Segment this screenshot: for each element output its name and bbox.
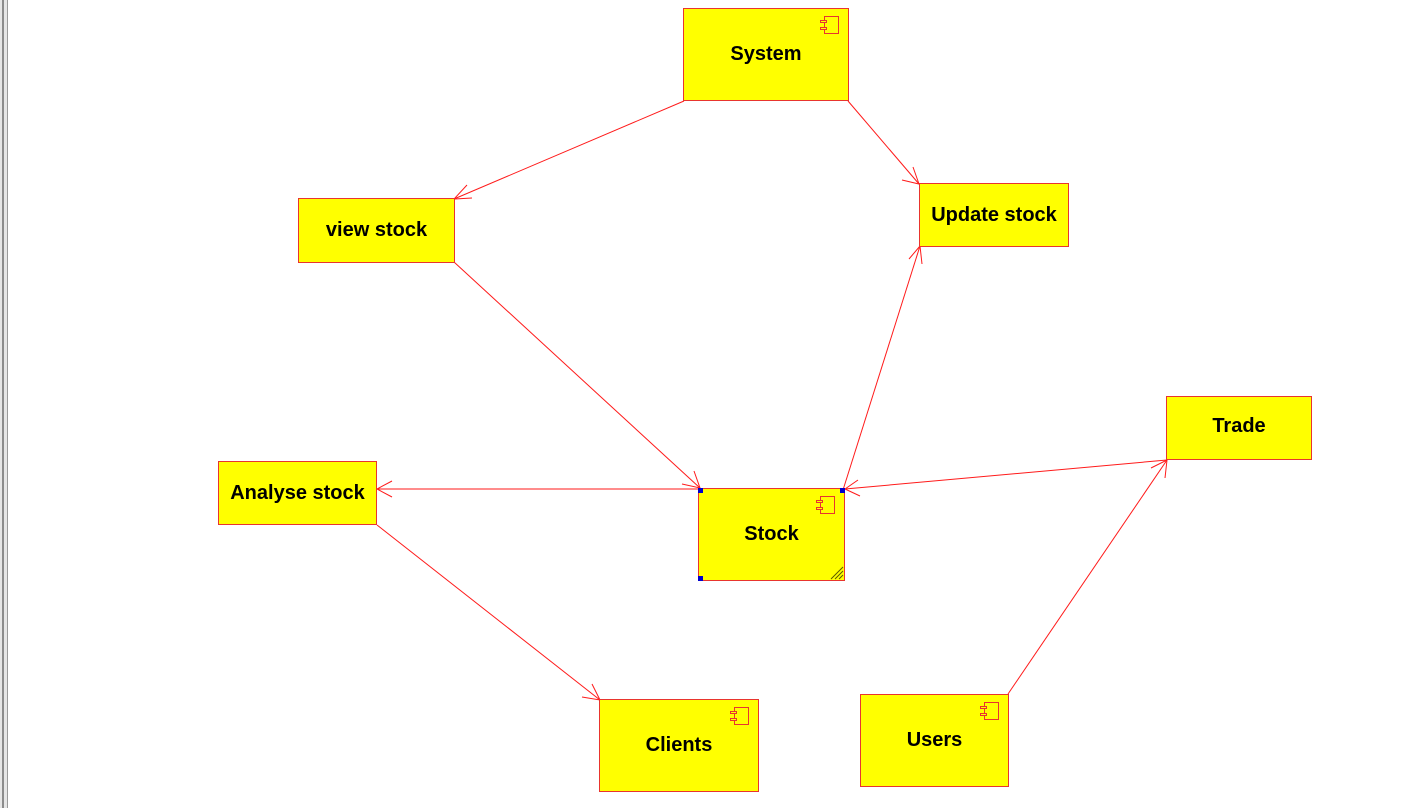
selection-handle-top-left[interactable] [698,488,703,493]
edge-stock-to-update-stock[interactable] [842,244,923,491]
node-update-stock-label: Update stock [931,203,1057,226]
edge-users-to-trade[interactable] [1007,459,1168,695]
canvas-left-border [0,0,8,808]
edge-trade-to-stock[interactable] [843,459,1168,497]
node-update-stock[interactable]: Update stock [919,183,1069,247]
edge-analyse-stock-to-clients[interactable] [376,524,601,701]
node-users-label: Users [906,729,963,751]
component-icon [816,496,835,514]
node-trade[interactable]: Trade [1166,396,1312,460]
resize-grip-icon[interactable] [828,564,844,580]
edge-system-to-view-stock[interactable] [452,100,685,200]
node-analyse-stock-label: Analyse stock [230,481,365,504]
node-system[interactable]: System [683,8,849,101]
edge-system-to-update-stock[interactable] [847,100,920,185]
node-system-label: System [730,43,802,65]
component-icon [980,702,999,720]
node-clients-label: Clients [645,734,713,756]
component-icon [730,707,749,725]
component-icon [820,16,839,34]
selection-handle-top-right[interactable] [840,488,845,493]
edge-view-stock-to-stock[interactable] [453,261,701,489]
node-clients[interactable]: Clients [599,699,759,792]
selection-handle-bottom-left[interactable] [698,576,703,581]
node-view-stock[interactable]: view stock [298,198,455,263]
edge-stock-to-analyse-stock[interactable] [375,480,700,498]
node-users[interactable]: Users [860,694,1009,787]
node-stock-label: Stock [744,523,799,545]
node-trade-label: Trade [1212,414,1266,437]
node-analyse-stock[interactable]: Analyse stock [218,461,377,525]
node-stock[interactable]: Stock [698,488,845,581]
node-view-stock-label: view stock [325,219,428,241]
